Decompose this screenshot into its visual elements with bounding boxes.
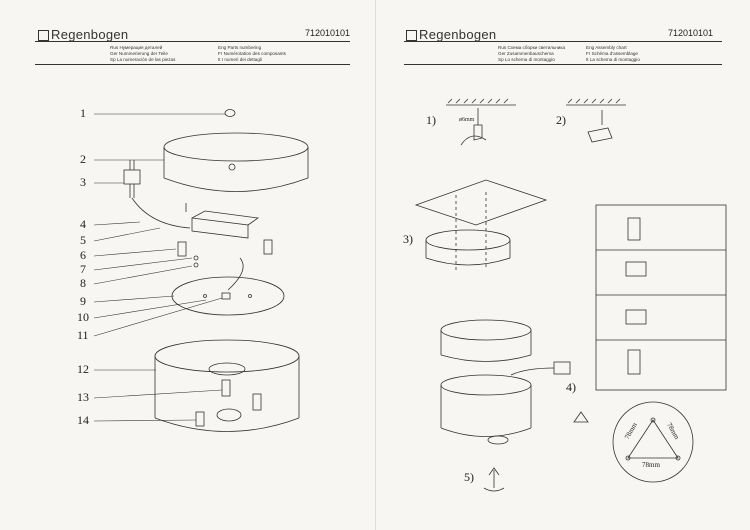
- exploded-view-drawing: [93, 109, 309, 432]
- drill-size-label: ø6mm: [459, 117, 475, 123]
- part-number-label: 7: [80, 262, 86, 276]
- header-line: Fr Schéma d'assemblage: [586, 51, 638, 56]
- part-nut: [224, 109, 236, 117]
- part-terminal-block: [123, 169, 141, 185]
- header-line: Ger Zusammenbauschema: [498, 51, 554, 56]
- screwdriver-icon: [587, 110, 613, 143]
- left-page: Regenbogen 712010101 Rus Нумерация детал…: [35, 27, 351, 432]
- part-wire: [131, 197, 191, 229]
- header-line: Eng Parts numbering: [218, 45, 262, 50]
- part-stud-right: [263, 239, 273, 255]
- part-number-label: 9: [80, 294, 86, 308]
- brand-name: Regenbogen: [51, 27, 129, 42]
- right-page: Regenbogen 712010101 Rus Схема сборки св…: [375, 0, 750, 530]
- part-number-label: 13: [77, 390, 89, 404]
- electric-warning-icon: [573, 411, 589, 423]
- part-spacer: [221, 379, 231, 397]
- step-label: 3): [403, 232, 413, 246]
- article-code: 712010101: [305, 28, 351, 38]
- part-stud-left: [177, 241, 187, 257]
- part-number-label: 10: [77, 310, 89, 324]
- rotate-arrow-icon: [488, 467, 500, 488]
- ceiling-panel: [414, 179, 548, 226]
- header-line: Rus Схема сборки светильника: [498, 45, 566, 50]
- part-number-label: 2: [80, 152, 86, 166]
- part-shade-top: [154, 339, 300, 373]
- header-rule-bottom: [35, 64, 350, 65]
- logo-mark-icon: [38, 30, 49, 42]
- part-number-label: 8: [80, 276, 86, 290]
- drill-template: [612, 401, 694, 483]
- part-number-label: 11: [77, 328, 89, 342]
- article-code: 712010101: [668, 28, 714, 38]
- brand-name: Regenbogen: [419, 27, 497, 42]
- part-number-label: 5: [80, 233, 86, 247]
- brand-logo: Regenbogen: [406, 27, 496, 42]
- part-number-label: 4: [80, 217, 86, 231]
- header-languages-col2: Eng Parts numbering Fr Numérotation des …: [218, 45, 286, 63]
- part-number-label: 12: [77, 362, 89, 376]
- step-label: 1): [426, 113, 436, 127]
- header-languages-col2: Eng Assembly chart Fr Schéma d'assemblag…: [586, 45, 640, 63]
- header-line: Ger Nummerierung der Teile: [110, 51, 168, 56]
- detail-panels-frame: [595, 204, 727, 391]
- dimension-label: 78mm: [642, 461, 660, 469]
- header-rule-bottom: [404, 64, 722, 65]
- part-driver: [191, 217, 249, 239]
- drill-icon: [473, 108, 483, 141]
- header-rule-top: [35, 41, 350, 42]
- logo-mark-icon: [406, 30, 417, 42]
- brand-logo: Regenbogen: [38, 27, 128, 42]
- header-line: It La schema di montaggio: [586, 57, 640, 62]
- lamp-shade: [440, 374, 532, 396]
- step-label: 5): [464, 470, 474, 484]
- header-rule-top: [404, 41, 722, 42]
- step-label: 2): [556, 113, 566, 127]
- step-label: 4): [566, 380, 576, 394]
- header-line: Eng Assembly chart: [586, 45, 627, 50]
- header-line: Rus Нумерация деталей: [110, 45, 163, 50]
- canopy-ring: [425, 229, 511, 251]
- part-number-label: 14: [77, 413, 89, 427]
- header-line: Fr Numérotation des composants: [218, 51, 286, 56]
- header-line: Sp Lo schema di montaggio: [498, 57, 555, 62]
- header-line: Sp La numeración de las piezas: [110, 57, 176, 62]
- part-mounting-plate: [171, 276, 285, 316]
- part-number-label: 3: [80, 175, 86, 189]
- header-line: It I numeri dei dettagli: [218, 57, 262, 62]
- header-languages-col1: Rus Нумерация деталей Ger Nummerierung d…: [110, 45, 175, 63]
- part-number-label: 1: [80, 106, 86, 120]
- header-languages-col1: Rus Схема сборки светильника Ger Zusamme…: [498, 45, 565, 63]
- assembly-diagram: [414, 98, 727, 492]
- part-canopy-top: [163, 132, 309, 162]
- part-number-label: 6: [80, 248, 86, 262]
